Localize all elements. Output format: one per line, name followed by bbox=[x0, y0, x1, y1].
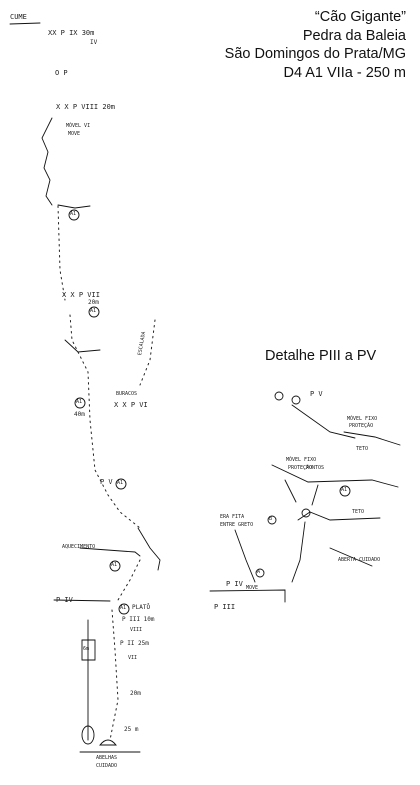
detail-circle-pv-2 bbox=[291, 395, 301, 405]
p4-ledge bbox=[53, 599, 111, 602]
bees-hive bbox=[99, 739, 117, 746]
anchor-circle-a1-plato bbox=[118, 603, 130, 615]
label-p3-len: P III 10m bbox=[122, 616, 155, 623]
label-move: MOVE bbox=[68, 131, 81, 137]
detail-circle-base bbox=[255, 568, 265, 578]
detail-base-ledge bbox=[209, 589, 286, 603]
detail-arrows bbox=[284, 479, 319, 506]
label-p9: XX P IX 30m bbox=[48, 29, 95, 37]
label-p9-grade: IV bbox=[90, 39, 98, 46]
label-a1-upper: A1 bbox=[70, 211, 77, 217]
start-oval bbox=[81, 725, 95, 745]
label-pv: P V bbox=[100, 478, 113, 486]
detail-heading: Detalhe PIII a PV bbox=[265, 348, 377, 364]
detail-label-a: A bbox=[257, 569, 261, 575]
detail-lower-wall bbox=[297, 511, 381, 521]
detail-left-wall bbox=[234, 529, 256, 583]
detail-label-p5: P V bbox=[310, 390, 323, 398]
label-a1-40m: A1 bbox=[76, 399, 83, 405]
detail-roof-line bbox=[343, 431, 401, 446]
city-name: São Domingos do Prata/MG bbox=[224, 46, 406, 62]
label-40m: 40m bbox=[74, 411, 85, 418]
cume-underline bbox=[9, 22, 41, 25]
label-p7-len: 20m bbox=[88, 299, 99, 306]
label-6m: 6m bbox=[83, 646, 90, 652]
ramp-structure bbox=[137, 527, 161, 571]
route-line-3 bbox=[117, 559, 141, 601]
label-p6: X X P VI bbox=[114, 401, 148, 409]
label-a1-plato: A1 bbox=[120, 605, 127, 611]
route-title-block: “Cão Gigante” Pedra da Baleia São Doming… bbox=[225, 8, 406, 82]
label-a1-pv: A1 bbox=[117, 480, 124, 486]
detail-mid-roof bbox=[271, 464, 399, 488]
anchor-circle-a1-upper bbox=[68, 209, 80, 221]
crag-name: Pedra da Baleia bbox=[302, 27, 406, 44]
anchor-circle-a1-ramp bbox=[109, 560, 121, 572]
rock-edge-upper bbox=[41, 117, 53, 206]
label-p8: X X P VIII 20m bbox=[56, 103, 116, 111]
label-p7: X X P VII bbox=[62, 291, 100, 299]
aquecimento-ramp bbox=[79, 547, 141, 557]
detail-circle-b bbox=[267, 515, 277, 525]
detail-label-abertura: ABERTA CUIDADO bbox=[338, 557, 381, 563]
label-20m: 20m bbox=[130, 690, 141, 697]
detail-label-p4: P IV bbox=[226, 580, 243, 588]
anchor-circle-a1-pv bbox=[115, 478, 127, 490]
label-plato: PLATÔ bbox=[132, 604, 151, 611]
detail-label-pontos: PONTOS bbox=[306, 465, 325, 471]
anchor-circle-a1-p7 bbox=[88, 306, 100, 318]
rock-ledge-a1 bbox=[57, 204, 91, 209]
label-abelhas: ABELHAS bbox=[96, 755, 118, 761]
detail-label-move: MOVE bbox=[246, 585, 259, 591]
detail-label-protecao: PROTEÇÃO bbox=[349, 423, 374, 429]
label-25m: 25 m bbox=[124, 726, 139, 733]
label-p2: P II 25m bbox=[120, 640, 149, 647]
detail-circle-anchor bbox=[301, 508, 311, 518]
route-line-1 bbox=[57, 205, 66, 301]
label-p3-grade: VIII bbox=[130, 627, 143, 633]
detail-right-wall bbox=[291, 521, 306, 583]
escalada-arrow-line bbox=[139, 319, 156, 386]
detail-label-teto: TETO bbox=[356, 446, 369, 452]
label-p2-grade: VII bbox=[128, 655, 138, 661]
detail-label-entre: ENTRE GRETO bbox=[220, 522, 254, 528]
detail-cuidado-line bbox=[329, 547, 373, 567]
route-grade: D4 A1 VIIa - 250 m bbox=[283, 64, 406, 81]
detail-label-movel-fixo-2: MÓVEL FIXO bbox=[286, 457, 317, 463]
label-aquecimento: AQUECIMENTO bbox=[62, 544, 96, 550]
route-line-2 bbox=[69, 314, 141, 529]
route-name: “Cão Gigante” bbox=[314, 9, 406, 25]
label-buracos: BURACOS bbox=[116, 391, 138, 397]
label-cuidado: CUIDADO bbox=[96, 763, 118, 769]
detail-label-b: B bbox=[269, 516, 273, 522]
detail-circle-a bbox=[339, 485, 351, 497]
anchor-circle-a1-40m bbox=[74, 397, 86, 409]
detail-label-movel-fixo: MÓVEL FIXO bbox=[347, 416, 378, 422]
label-a1-ramp: A1 bbox=[111, 562, 118, 568]
rock-ledge-p7 bbox=[64, 339, 101, 353]
detail-label-p3: P III bbox=[214, 603, 236, 611]
detail-circle-pv-1 bbox=[274, 391, 284, 401]
detail-ledge-top bbox=[291, 404, 356, 439]
label-a1-p7: A1 bbox=[90, 308, 97, 314]
detail-label-a1: A1 bbox=[341, 487, 348, 493]
route-line-4 bbox=[109, 609, 119, 741]
label-movel-vi: MÓVEL VI bbox=[66, 123, 91, 129]
detail-label-protecao-2: PROTEÇÃO bbox=[288, 465, 313, 471]
label-p4: P IV bbox=[56, 596, 73, 604]
label-cume: CUME bbox=[10, 13, 27, 21]
six-meter-box bbox=[81, 639, 96, 661]
detail-label-era-fita: ERA FITA bbox=[220, 514, 245, 520]
detail-label-teto-2: TETO bbox=[352, 509, 365, 515]
label-op: O P bbox=[55, 69, 68, 77]
